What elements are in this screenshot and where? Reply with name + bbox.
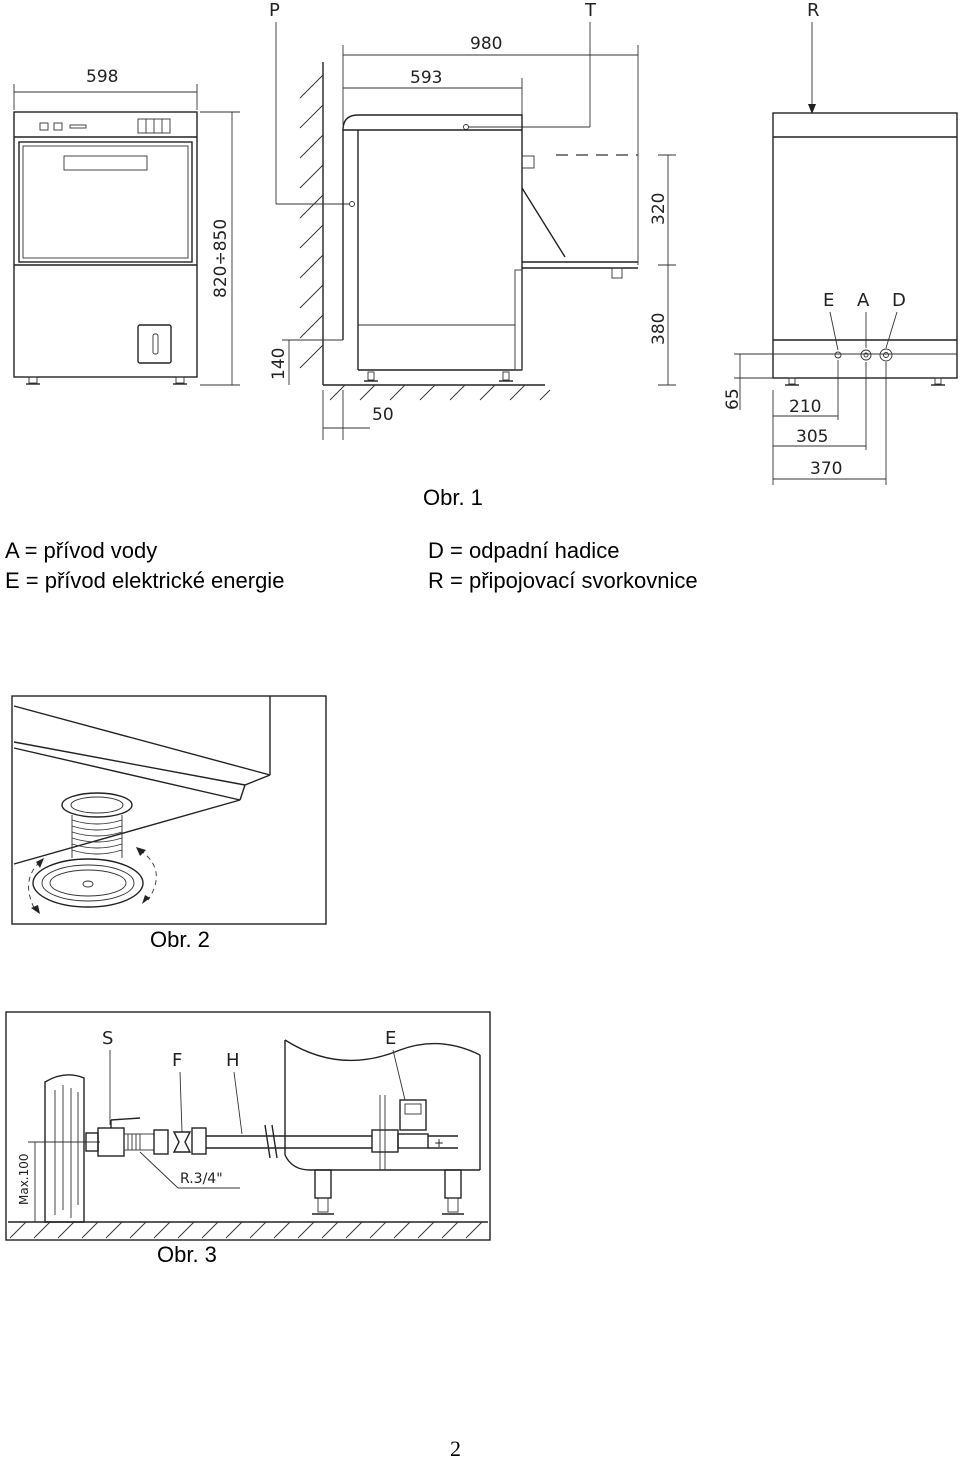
dim-370: 370	[810, 459, 842, 479]
dim-980: 980	[470, 34, 502, 54]
figure3-connection-drawing: Max.100 S R.3/4" F H	[5, 1011, 491, 1241]
max-100-label: Max.100	[17, 1153, 31, 1205]
legend-right: D = odpadní hadice R = připojovací svork…	[428, 536, 698, 596]
callout-d: D	[892, 290, 906, 311]
figure1-caption: Obr. 1	[423, 485, 483, 510]
legend-item-e: E = přívod elektrické energie	[5, 568, 285, 593]
dim-65: 65	[723, 388, 743, 410]
rear-view: R E A D 65 210 305	[723, 0, 958, 485]
callout-h: H	[226, 1050, 240, 1071]
figure3-caption: Obr. 3	[157, 1242, 217, 1267]
callout-s: S	[102, 1028, 113, 1049]
legend-left: A = přívod vody E = přívod elektrické en…	[5, 536, 284, 596]
dim-598: 598	[86, 67, 118, 87]
legend-item-d: D = odpadní hadice	[428, 538, 620, 563]
dim-320: 320	[649, 193, 669, 225]
svg-text:+: +	[434, 1136, 444, 1150]
dim-140: 140	[269, 348, 289, 380]
figure2-foot-drawing	[11, 695, 327, 925]
front-view: 598 820÷850	[13, 67, 240, 386]
page-number: 2	[450, 1436, 461, 1461]
callout-e-fig3: E	[385, 1028, 396, 1049]
side-view: P T 980 593	[269, 0, 676, 440]
dim-593: 593	[410, 68, 442, 88]
callout-f: F	[172, 1050, 182, 1071]
callout-p: P	[269, 0, 280, 21]
dim-50: 50	[372, 405, 394, 425]
dim-380: 380	[649, 313, 669, 345]
callout-e: E	[823, 290, 834, 311]
legend-item-r: R = připojovací svorkovnice	[428, 568, 698, 593]
dim-820-850: 820÷850	[211, 219, 231, 298]
callout-a: A	[857, 290, 870, 311]
callout-r: R	[807, 0, 820, 21]
callout-t: T	[584, 0, 597, 21]
legend-item-a: A = přívod vody	[5, 538, 158, 563]
thread-label: R.3/4"	[180, 1171, 223, 1187]
dim-210: 210	[789, 397, 821, 417]
dim-305: 305	[796, 427, 828, 447]
figure2-caption: Obr. 2	[150, 927, 210, 952]
